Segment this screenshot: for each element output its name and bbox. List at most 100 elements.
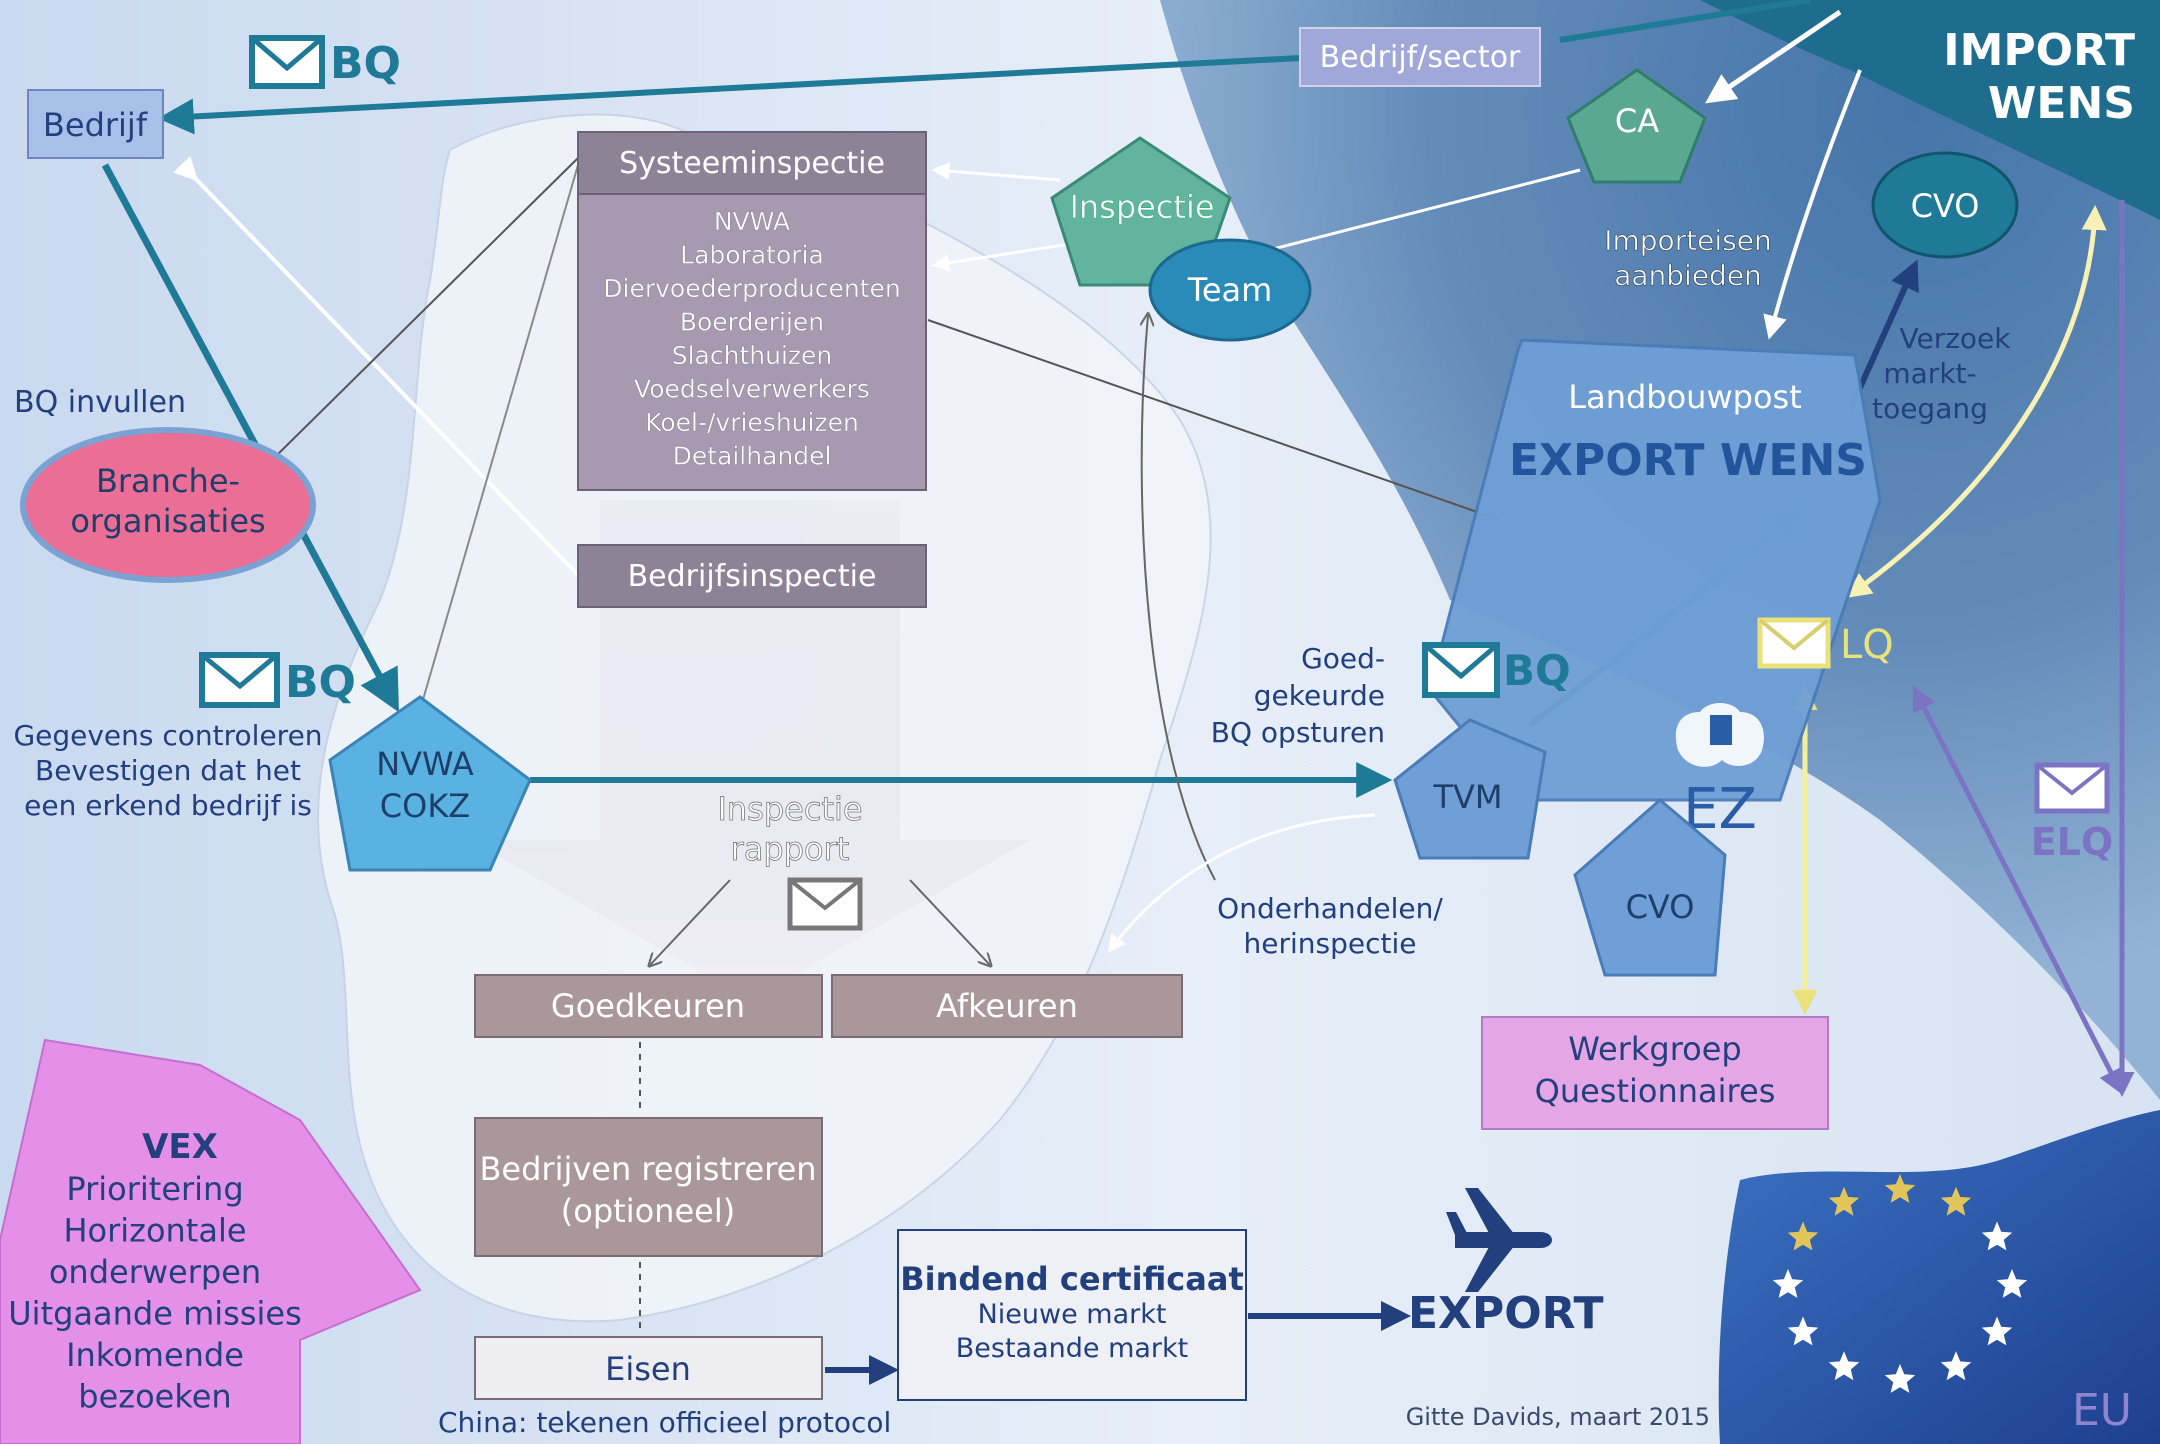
eu-star: [1884, 1174, 1916, 1203]
systeem-item: NVWA: [714, 207, 790, 236]
systeem-item: Koel-/vrieshuizen: [645, 408, 859, 437]
big-flow-arrow: [470, 500, 1030, 1000]
eu-star: [1787, 1221, 1819, 1251]
arrow-onderhandelen-to-inspectie: [1142, 315, 1216, 881]
systeeminspectie-title: Systeeminspectie: [619, 146, 885, 181]
bedrijfsinspectie-box: Bedrijfsinspectie: [577, 544, 927, 608]
arrow-bedrijf-to-nvwa: [101, 163, 399, 713]
svg-text:Bestaande markt: Bestaande markt: [956, 1333, 1189, 1364]
china-protocol-note: China: tekenen officieel protocol: [438, 1406, 891, 1439]
bq-invullen-label: BQ invullen: [14, 385, 186, 420]
export-wens-label: EXPORT WENS: [1509, 435, 1867, 486]
team-label: Team: [1187, 271, 1273, 309]
line-import-to-sector: [1559, 0, 1811, 43]
eu-star-ring: [1772, 1174, 2028, 1393]
landbouwpost-pentagon: Landbouwpost EXPORT WENS: [1428, 338, 1882, 802]
svg-text:(optioneel): (optioneel): [561, 1192, 735, 1230]
svg-text:toegang: toegang: [1872, 392, 1988, 425]
vex-item: Horizontale: [63, 1212, 246, 1250]
systeem-item: Slachthuizen: [672, 341, 833, 370]
envelope-icon-mid: [199, 652, 280, 708]
eu-star: [1981, 1316, 2013, 1346]
svg-text:Branche-: Branche-: [96, 462, 240, 500]
eu-star: [1981, 1221, 2013, 1251]
arrow-lq-eu: [1912, 685, 2123, 1095]
line-branche-to-systeem: [271, 157, 579, 461]
line-systeem-to-landbouwpost: [927, 319, 1501, 521]
gegevens-controleren-text: Gegevens controleren Bevestigen dat het …: [13, 719, 322, 822]
systeem-item: Voedselverwerkers: [634, 375, 870, 404]
bindend-certificaat-box: Bindend certificaat Nieuwe markt Bestaan…: [897, 1229, 1247, 1401]
eu-star: [1828, 1351, 1860, 1381]
vex-title: VEX: [142, 1127, 218, 1167]
lq-label: LQ: [1840, 622, 1894, 668]
afkeuren-label: Afkeuren: [936, 987, 1078, 1025]
svg-text:Verzoek: Verzoek: [1900, 322, 2012, 355]
bq-label-top: BQ: [330, 38, 401, 89]
vex-arrow: VEX PrioriteringHorizontaleonderwerpenUi…: [0, 1038, 422, 1444]
vex-item: Prioritering: [66, 1170, 243, 1208]
ez-crest: [1675, 703, 1764, 767]
eu-flag: [1718, 1110, 2160, 1444]
eu-star: [1884, 1364, 1916, 1393]
bedrijf-box: Bedrijf: [27, 89, 164, 159]
cvo-bottom-pentagon: CVO: [1573, 798, 1727, 977]
import-wens-banner: [1700, 0, 2160, 220]
arrow-onderhandelen-to-afkeuren: [1107, 813, 1376, 953]
branche-organisaties-ellipse: Branche- organisaties: [20, 427, 316, 583]
goedkeuren-label: Goedkeuren: [551, 987, 745, 1025]
systeeminspectie-box: Systeeminspectie NVWALaboratoriaDiervoed…: [577, 131, 927, 491]
systeem-item: Detailhandel: [673, 442, 832, 471]
export-label: EXPORT: [1408, 1288, 1604, 1339]
line-ca-to-team: [1249, 168, 1581, 257]
cvo-top-ellipse: CVO: [1871, 151, 2019, 259]
svg-text:Goed-: Goed-: [1301, 642, 1385, 675]
cvo-bottom-label: CVO: [1626, 888, 1695, 926]
ca-label: CA: [1615, 102, 1659, 140]
svg-text:BQ opsturen: BQ opsturen: [1211, 716, 1385, 749]
inspectie-label: Inspectie: [1069, 188, 1214, 226]
nvwa-cokz-pentagon: NVWA COKZ: [328, 695, 532, 872]
cvo-top-label: CVO: [1911, 187, 1980, 225]
goedkeuren-box: Goedkeuren: [474, 974, 823, 1038]
goedgekeurde-bq-text: Goed- gekeurde BQ opsturen: [1211, 642, 1385, 749]
bq-label-right: BQ: [1503, 646, 1571, 695]
importeisen-label: Importeisen aanbieden: [1604, 224, 1772, 293]
ca-pentagon: CA: [1566, 68, 1707, 184]
svg-text:NVWA: NVWA: [376, 745, 474, 783]
svg-text:Inspectie: Inspectie: [717, 790, 862, 828]
bedrijf-sector-box: Bedrijf/sector: [1299, 27, 1541, 87]
vex-items: PrioriteringHorizontaleonderwerpenUitgaa…: [8, 1170, 302, 1416]
svg-text:Nieuwe markt: Nieuwe markt: [978, 1299, 1167, 1330]
vex-item: onderwerpen: [49, 1253, 261, 1291]
elq-label: ELQ: [2031, 820, 2113, 864]
tvm-label: TVM: [1432, 778, 1502, 816]
eu-label: EU: [2072, 1385, 2132, 1436]
vex-item: Uitgaande missies: [8, 1295, 302, 1333]
envelope-icon-rapport: [787, 877, 863, 931]
vex-item: bezoeken: [78, 1378, 231, 1416]
bedrijven-registreren-box: Bedrijven registreren (optioneel): [474, 1117, 823, 1257]
eu-star: [1940, 1351, 1972, 1381]
verzoek-label: Verzoek markt- toegang: [1872, 322, 2011, 425]
airplane-icon: [1446, 1188, 1552, 1292]
landbouwpost-label: Landbouwpost: [1568, 378, 1801, 416]
systeem-item: Boerderijen: [680, 308, 824, 337]
arrow-import-to-landbouwpost: [1763, 69, 1862, 340]
systeem-item: Laboratoria: [680, 241, 824, 270]
eu-star: [1940, 1186, 1972, 1216]
svg-text:Gegevens controleren: Gegevens controleren: [13, 719, 322, 752]
eisen-label: Eisen: [605, 1350, 691, 1388]
certificaat-title: Bindend certificaat: [900, 1260, 1243, 1298]
svg-text:Bevestigen dat het: Bevestigen dat het: [35, 754, 301, 787]
eu-star: [1996, 1269, 2028, 1298]
svg-text:markt-: markt-: [1883, 357, 1976, 390]
svg-text:COKZ: COKZ: [380, 787, 470, 825]
envelope-icon-lq: [1757, 617, 1831, 669]
eu-star: [1772, 1269, 1804, 1298]
werkgroep-questionnaires-box: Werkgroep Questionnaires: [1481, 1016, 1829, 1130]
import-wens-label: IMPORT WENS: [1943, 25, 2135, 129]
envelope-icon-top: [249, 35, 325, 89]
bedrijf-label: Bedrijf: [43, 106, 148, 144]
